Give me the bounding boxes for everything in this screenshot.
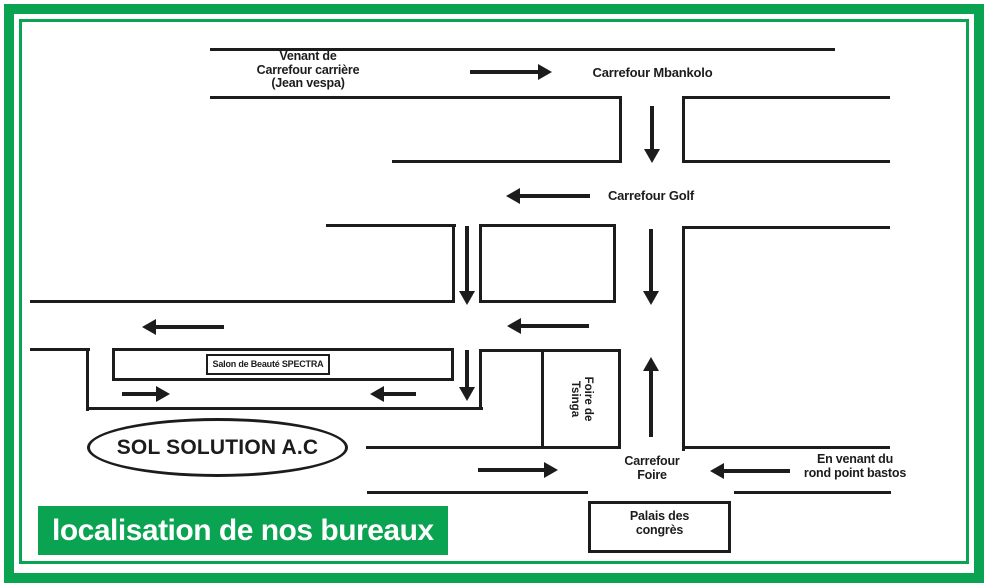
label-foire-de-tsinga: Foire de Tsinga (541, 349, 621, 449)
foire-tsinga-text: Foire de Tsinga (569, 376, 594, 422)
block2-bottom-edge (682, 160, 890, 163)
label-carrefour-golf: Carrefour Golf (607, 188, 695, 203)
smallbox-left-edge (479, 349, 482, 410)
label-palais-des-congres: Palais des congrès (629, 509, 690, 537)
office-road-bottom-line (86, 407, 483, 410)
row2-bottom-line (30, 300, 455, 303)
row2-left-right-edge (452, 224, 455, 303)
title-banner: localisation de nos bureaux (38, 506, 448, 555)
arrow-down-to-office (459, 350, 475, 401)
arrow-down-center (459, 226, 475, 305)
leftblock-right-edge (86, 348, 89, 411)
road-top-upper-line (210, 48, 835, 51)
block2-left-edge (682, 96, 685, 163)
bigblock-top-edge (682, 226, 890, 229)
arrow-left-mid-right (507, 318, 589, 334)
label-salon-spectra: Salon de Beauté SPECTRA (212, 359, 324, 369)
block1-right-edge (619, 96, 622, 163)
arrow-up-foire (643, 357, 659, 437)
label-carrefour-foire: Carrefour Foire (624, 454, 680, 482)
bottom-road-line-left (367, 491, 588, 494)
arrow-right-bottom-road (478, 462, 558, 478)
block1-bottom-edge (392, 160, 622, 163)
label-carrefour-mbankolo: Carrefour Mbankolo (592, 65, 713, 80)
row2-left-top-edge (326, 224, 456, 227)
label-en-venant-rond-point-bastos: En venant du rond point bastos (803, 452, 907, 480)
boxesrow-bottom-line (366, 446, 544, 449)
bottom-road-line-right (734, 491, 891, 494)
arrow-down-golf-foire (643, 229, 659, 305)
arrow-right-office-road (122, 386, 170, 402)
arrow-right-top-road (470, 64, 552, 80)
arrow-left-from-bastos (710, 463, 790, 479)
foire-tsinga-block (541, 349, 621, 449)
bigblock-left-edge (682, 226, 685, 451)
spectra-block (112, 348, 454, 381)
label-venant-de-carrefour-carriere: Venant de Carrefour carrière (Jean vespa… (256, 49, 360, 90)
sol-solution-ellipse: SOL SOLUTION A.C (87, 418, 348, 477)
arrow-left-mid-left (142, 319, 224, 335)
label-sol-solution: SOL SOLUTION A.C (116, 435, 319, 459)
row2-middle-block (479, 224, 616, 303)
palais-congres-box (588, 501, 731, 553)
arrow-left-golf (506, 188, 590, 204)
arrow-left-office-road (370, 386, 416, 402)
title-banner-text: localisation de nos bureaux (52, 514, 434, 547)
smallbox-top-edge (479, 349, 546, 352)
bigblock-bottom-edge (682, 446, 890, 449)
leftblock-top-edge (30, 348, 90, 351)
arrow-down-mbankolo (644, 106, 660, 163)
road-top-lower-line-left (210, 96, 620, 99)
salon-spectra-box (206, 354, 330, 375)
road-top-lower-line-right (682, 96, 890, 99)
